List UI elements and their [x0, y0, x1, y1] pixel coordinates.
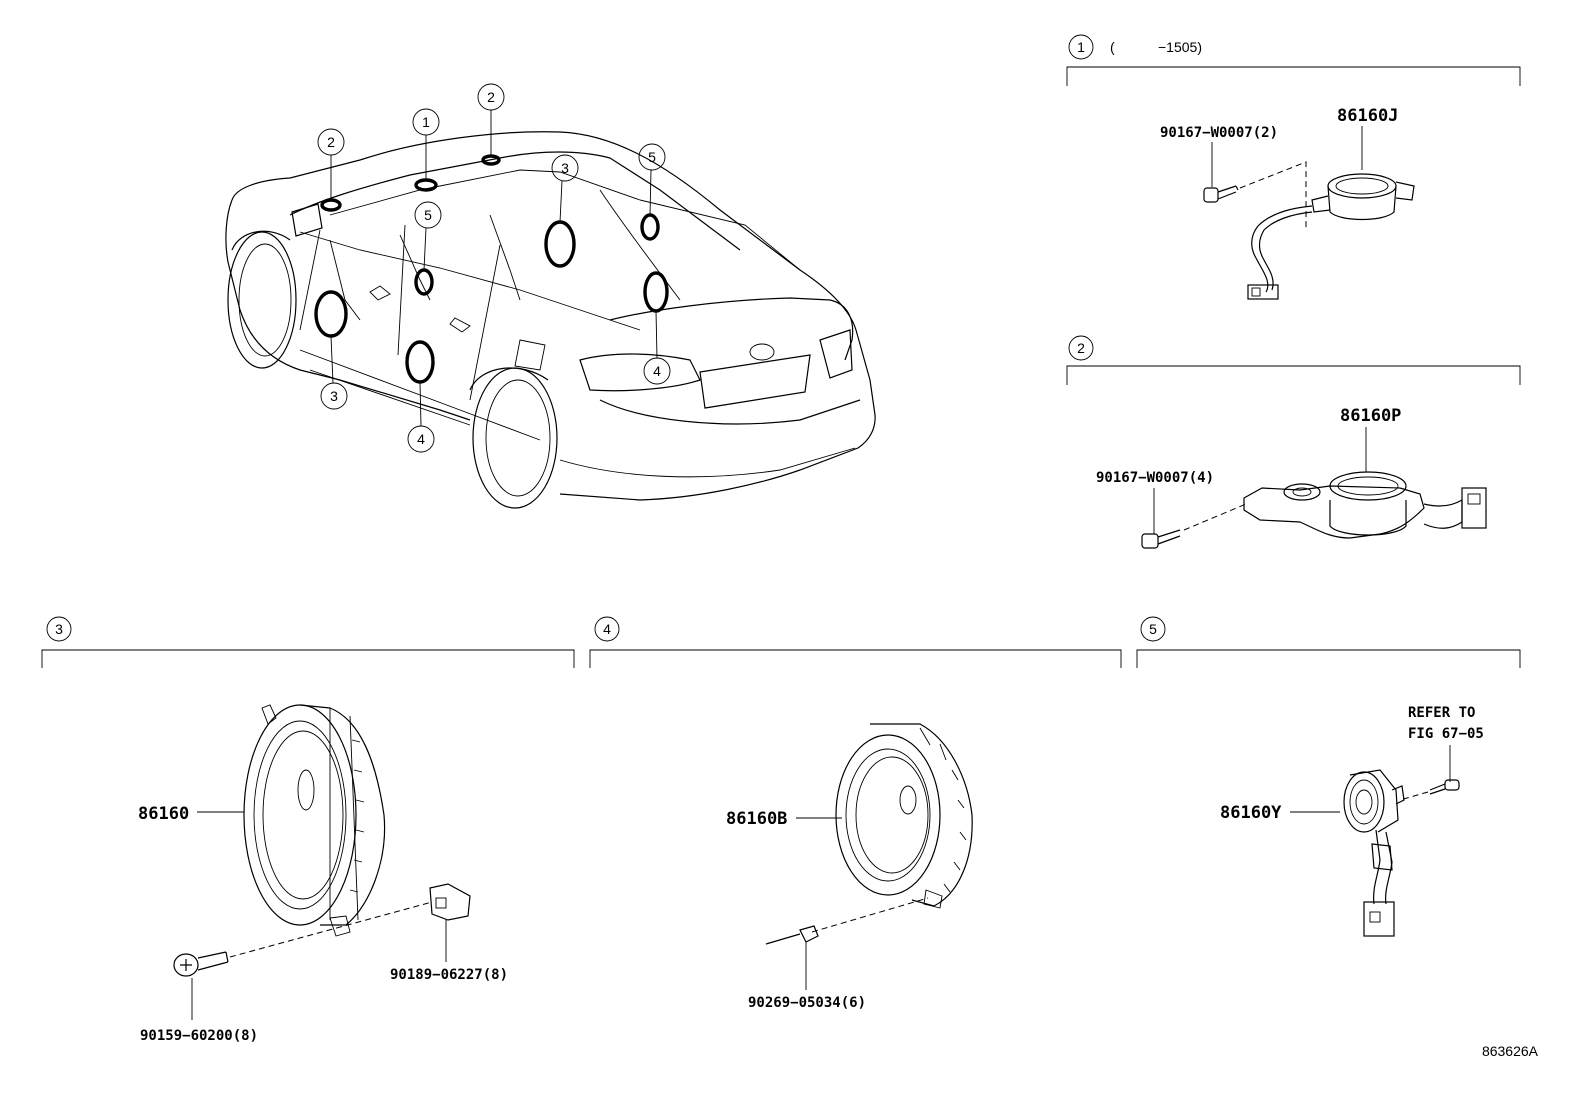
group-3-clip-icon — [429, 883, 471, 921]
group-1-panel: 1 ( −1505) 90167−W0007(2) 86160J — [1066, 34, 1521, 300]
group-5-panel: 5 REFER TO FIG 67−05 86160Y — [1136, 616, 1521, 937]
speaker-marker-dash-center — [414, 178, 438, 192]
callout-5-left: 5 — [424, 207, 432, 223]
speaker-location-markers — [314, 154, 669, 384]
group-4-rivet-part-number: 90269−05034(6) — [748, 995, 866, 1011]
group-4-speaker-icon — [835, 723, 973, 909]
speaker-marker-rear-door — [405, 340, 435, 384]
group-5-screw-icon — [1429, 779, 1460, 795]
group-2-screw-part-number: 90167−W0007(4) — [1096, 470, 1214, 486]
group-1-range-end: −1505) — [1158, 39, 1202, 55]
speaker-marker-rear-pillar — [481, 154, 501, 166]
callout-4-bottom: 4 — [417, 431, 425, 447]
car-illustration — [225, 131, 876, 509]
group-5-number: 5 — [1149, 621, 1157, 637]
group-4-panel: 4 86160B 90269−05034(6) — [589, 616, 1122, 1011]
speaker-marker-front-door-tweeter — [414, 268, 434, 296]
group-2-tweeter-bracket-icon — [1243, 471, 1487, 539]
group-1-screw-icon — [1203, 185, 1239, 203]
group-1-number: 1 — [1077, 39, 1085, 55]
car-callouts: 2 1 2 3 5 5 3 4 4 — [317, 83, 671, 453]
callout-1: 1 — [422, 114, 430, 130]
callout-2-left: 2 — [327, 134, 335, 150]
group-4-speaker-part-number: 86160B — [726, 809, 787, 829]
group-1-range-open: ( — [1110, 39, 1115, 55]
group-3-panel: 3 86160 90189−06227(8) 90159−60 — [41, 616, 575, 1044]
group-5-refer-line-2: FIG 67−05 — [1408, 726, 1484, 742]
group-5-refer-line-1: REFER TO — [1408, 705, 1475, 721]
group-2-speaker-part-number: 86160P — [1340, 406, 1401, 426]
group-5-tweeter-icon — [1343, 769, 1405, 937]
group-4-number: 4 — [603, 621, 611, 637]
callout-3-bottom: 3 — [330, 388, 338, 404]
speaker-marker-front-pillar — [320, 198, 342, 212]
group-1-tweeter-icon — [1247, 173, 1415, 300]
group-2-panel: 2 86160P 90167−W0007(4) — [1066, 335, 1521, 549]
group-3-screw-icon — [173, 951, 229, 977]
group-3-clip-part-number: 90189−06227(8) — [390, 967, 508, 983]
group-3-screw-part-number: 90159−60200(8) — [140, 1028, 258, 1044]
group-5-speaker-part-number: 86160Y — [1220, 803, 1282, 823]
group-4-rivet-icon — [765, 925, 819, 945]
group-1-speaker-part-number: 86160J — [1337, 106, 1398, 126]
group-1-screw-part-number: 90167−W0007(2) — [1160, 125, 1278, 141]
callout-5-right: 5 — [648, 149, 656, 165]
group-3-speaker-part-number: 86160 — [138, 804, 189, 824]
speaker-marker-rear-door-right — [643, 271, 669, 313]
group-2-number: 2 — [1077, 340, 1085, 356]
callout-3-top: 3 — [561, 160, 569, 176]
callout-2-right: 2 — [487, 89, 495, 105]
group-2-screw-icon — [1141, 529, 1181, 549]
speaker-marker-rear-tweeter — [640, 213, 660, 241]
group-3-speaker-icon — [243, 704, 386, 937]
diagram-id: 863626A — [1482, 1043, 1539, 1059]
speaker-marker-rear-shelf — [544, 220, 576, 268]
callout-4-right: 4 — [653, 363, 661, 379]
group-3-number: 3 — [55, 621, 63, 637]
speaker-marker-front-door — [314, 290, 348, 338]
